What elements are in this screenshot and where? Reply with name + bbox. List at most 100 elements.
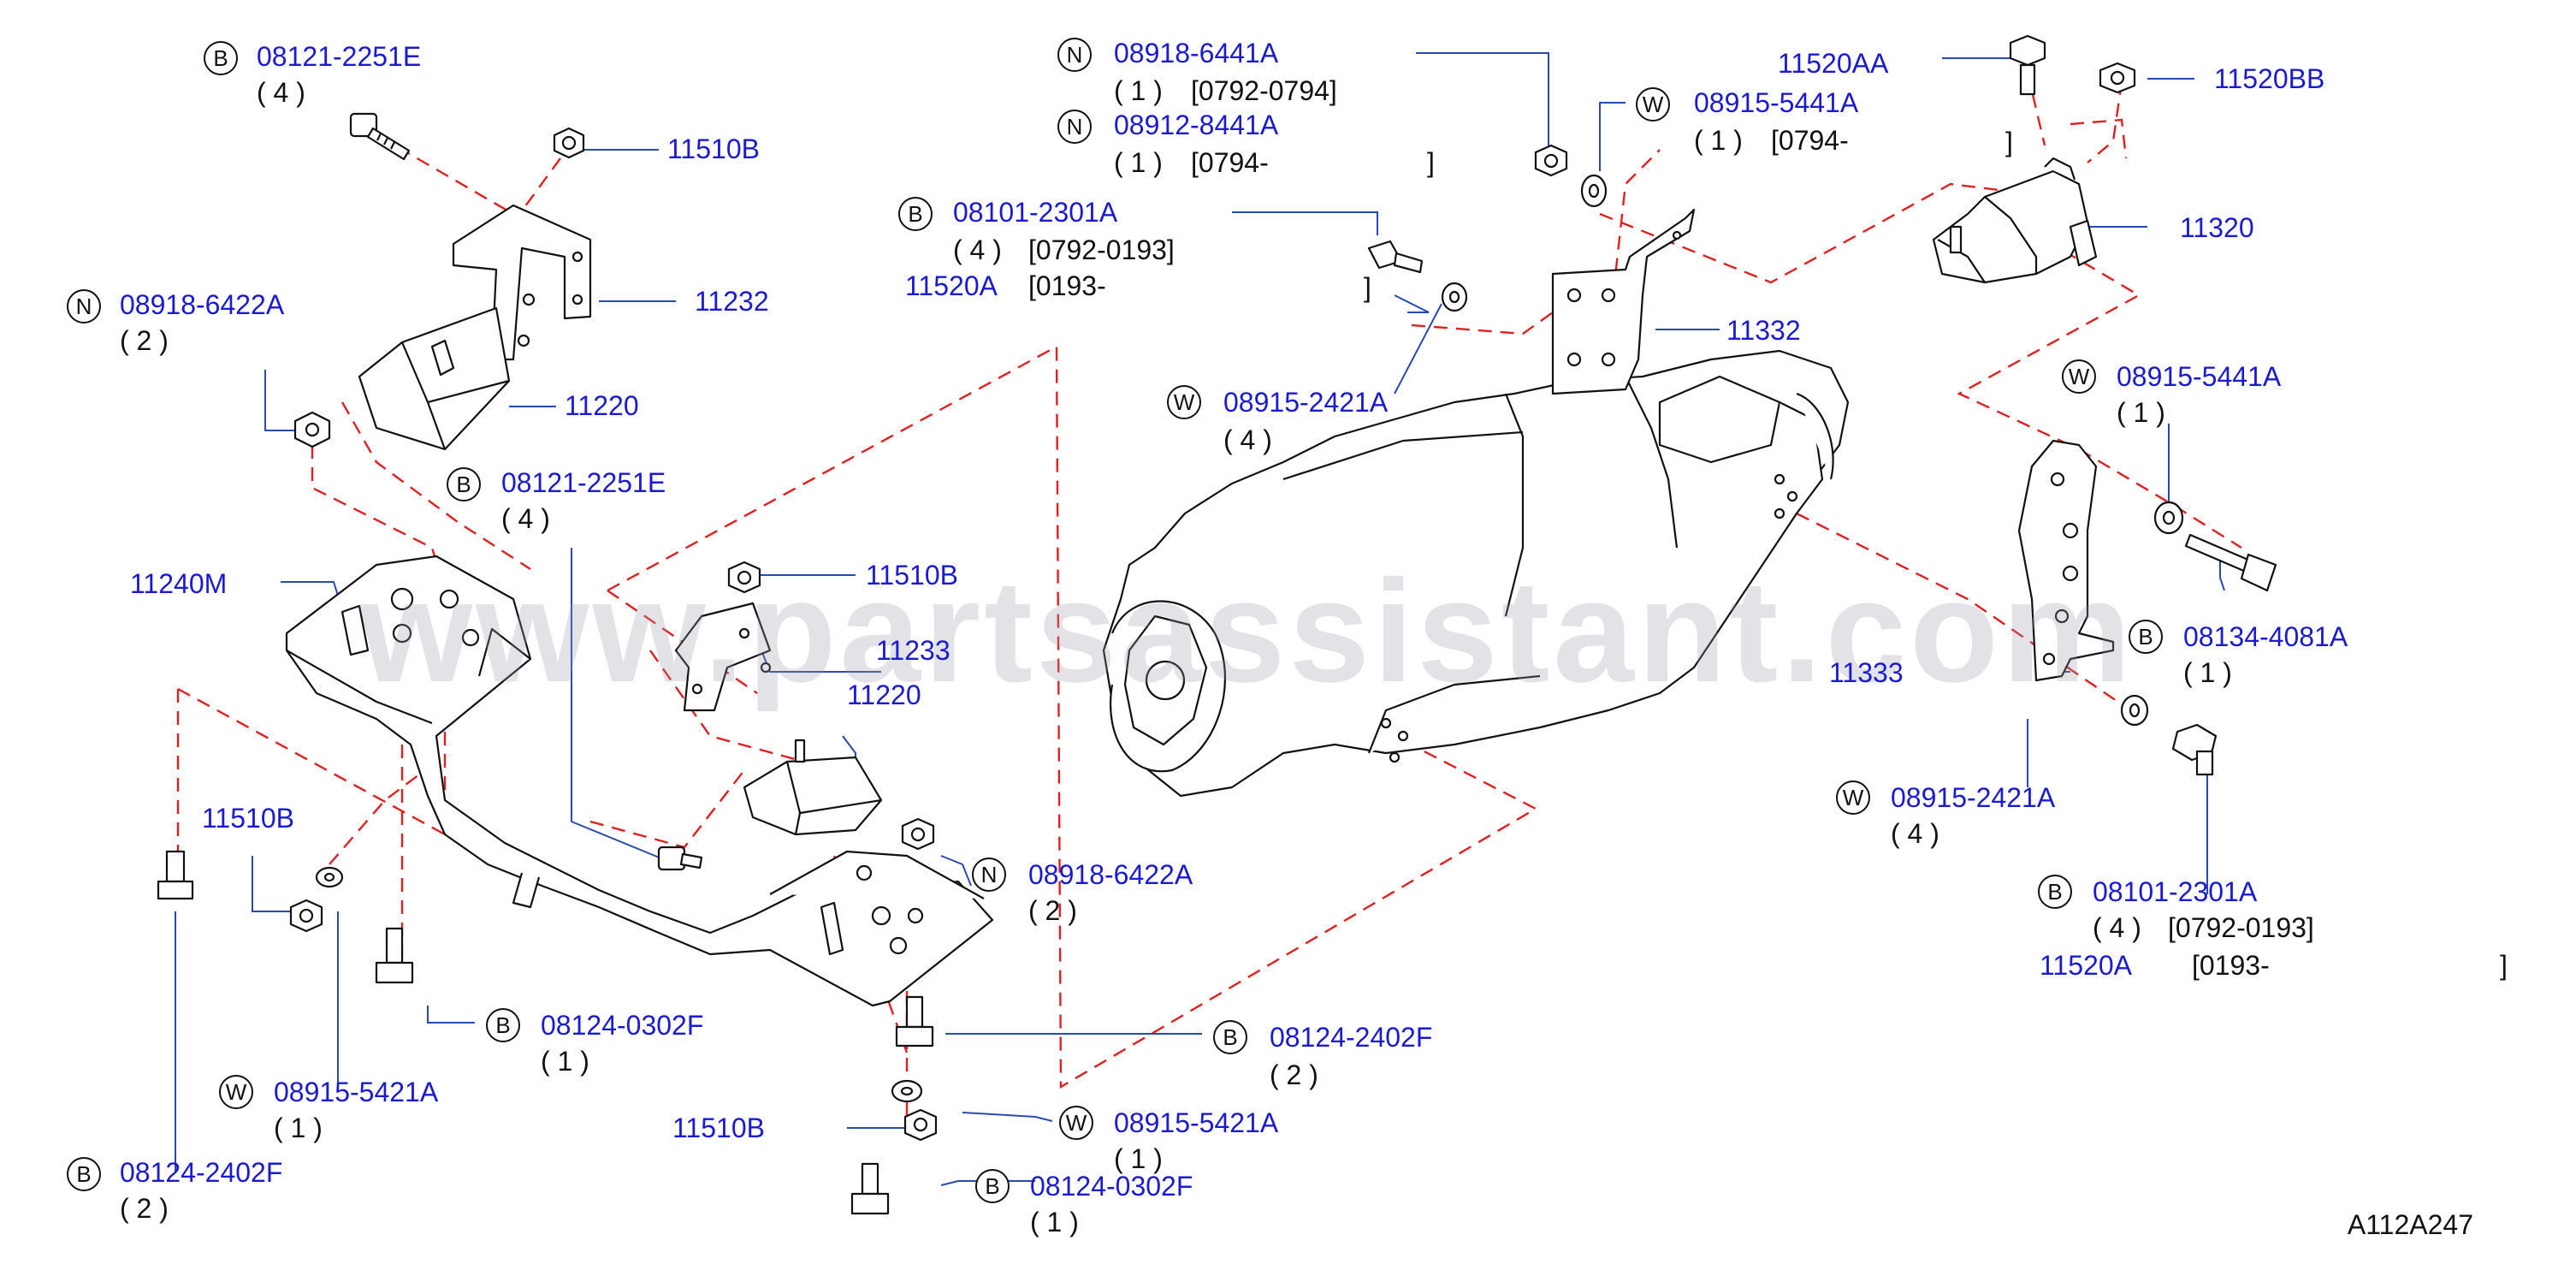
quantity: ( 4 )	[1891, 818, 1939, 849]
bracket-11332	[1551, 208, 1696, 395]
date-range-close: ]	[2005, 127, 2013, 157]
part-number[interactable]: 11510B	[672, 1113, 765, 1143]
part-number[interactable]: 11510B	[667, 134, 760, 164]
bolt-08124-2402F-center	[895, 995, 934, 1047]
bracket-11232	[452, 204, 592, 361]
nut-08918-6422A-left	[293, 411, 331, 448]
part-number[interactable]: 08918-6422A	[1028, 859, 1193, 890]
badge-washer: W	[1636, 87, 1670, 122]
part-number[interactable]: 11510B	[866, 560, 958, 590]
badge-bolt: B	[447, 467, 481, 501]
washer-08915-5421A-left	[315, 866, 344, 888]
watermark: www.partsassistant.com	[359, 550, 2135, 713]
badge-washer: W	[1167, 385, 1201, 419]
part-number-alt[interactable]: 11520A	[2040, 950, 2132, 981]
mount-11220-center	[743, 739, 883, 836]
quantity: ( 2 )	[1270, 1059, 1318, 1090]
part-number[interactable]: 08101-2301A	[2093, 876, 2258, 907]
part-number[interactable]: 11520AA	[1778, 48, 1889, 79]
part-number[interactable]: 11233	[876, 635, 950, 666]
bolt-08121-2251E-center	[657, 846, 703, 871]
part-number[interactable]: 08912-8441A	[1114, 110, 1279, 140]
part-number[interactable]: 08124-0302F	[1030, 1171, 1193, 1202]
part-number[interactable]: 08918-6422A	[120, 289, 285, 320]
date-range-close: ]	[2500, 950, 2508, 981]
quantity: ( 4 )	[2093, 912, 2141, 943]
nut-11520BB	[2099, 62, 2136, 94]
part-number[interactable]: 11232	[695, 286, 769, 317]
part-number[interactable]: 11333	[1829, 657, 1904, 688]
parts-line-art	[157, 34, 2277, 1215]
badge-washer: W	[1836, 780, 1870, 815]
date-range-close: ]	[1427, 147, 1435, 178]
part-number[interactable]: 11320	[2180, 212, 2254, 243]
mount-11320	[1932, 157, 2098, 284]
part-number[interactable]: 08915-5421A	[1114, 1107, 1279, 1138]
mount-11220-top	[358, 306, 511, 451]
part-number[interactable]: 11520BB	[2214, 63, 2325, 94]
badge-washer: W	[2062, 359, 2096, 394]
part-number[interactable]: 08124-0302F	[541, 1010, 704, 1041]
quantity: ( 1 )	[541, 1046, 589, 1077]
part-number[interactable]: 11240M	[130, 568, 228, 599]
part-number[interactable]: 11332	[1726, 315, 1801, 346]
badge-bolt: B	[1213, 1020, 1247, 1054]
part-number[interactable]: 11220	[565, 390, 639, 421]
badge-bolt: B	[67, 1157, 101, 1191]
part-number[interactable]: 11510B	[202, 803, 294, 834]
badge-bolt: B	[2038, 875, 2072, 909]
nut-11510B-top	[553, 127, 585, 159]
quantity: ( 4 )	[257, 77, 305, 108]
washer-08915-2421A-right	[2120, 694, 2149, 727]
part-number[interactable]: 11220	[847, 680, 921, 710]
part-number[interactable]: 08121-2251E	[257, 41, 422, 72]
bracket-11233	[674, 602, 772, 712]
nut-11510B-bottom	[903, 1108, 938, 1142]
badge-bolt: B	[204, 41, 238, 75]
bolt-08124-0302F-bottom	[850, 1162, 890, 1215]
quantity: ( 1 )	[2183, 657, 2232, 688]
quantity: ( 2 )	[1028, 895, 1077, 926]
date-range-close: ]	[1364, 272, 1371, 303]
part-number[interactable]: 08915-5421A	[274, 1077, 439, 1107]
washer-08915-5441A-right	[2153, 501, 2184, 535]
date-range: [0794-	[1191, 147, 1269, 178]
nut-08918-6422A-center	[901, 817, 935, 851]
bolt-08101-2301A-top	[1367, 240, 1424, 274]
part-number[interactable]: 08918-6441A	[1114, 38, 1279, 68]
date-range: [0792-0193]	[1028, 234, 1175, 265]
badge-washer: W	[1059, 1106, 1093, 1140]
part-number[interactable]: 08124-2402F	[1270, 1022, 1433, 1053]
badge-bolt: B	[898, 197, 933, 231]
quantity: ( 1 )	[1694, 125, 1743, 156]
quantity: ( 2 )	[120, 1193, 169, 1224]
date-range: [0794-	[1771, 125, 1849, 156]
part-number-alt[interactable]: 11520A	[905, 270, 998, 301]
washer-08915-5421A-center	[891, 1079, 923, 1103]
part-number[interactable]: 08124-2402F	[120, 1157, 283, 1188]
date-range: [0193-	[2192, 950, 2270, 981]
transmission-assembly	[1102, 349, 1850, 798]
badge-nut: N	[972, 858, 1006, 892]
date-range: [0792-0794]	[1191, 75, 1337, 106]
badge-nut: N	[1057, 38, 1092, 72]
washer-08915-2421A-top	[1441, 282, 1468, 312]
part-number[interactable]: 08134-4081A	[2183, 621, 2348, 652]
badge-bolt: B	[2129, 620, 2163, 654]
part-number[interactable]: 08915-2421A	[1891, 782, 2056, 813]
bolt-11520AA	[2009, 34, 2046, 96]
date-range: [0193-	[1028, 270, 1106, 301]
part-number[interactable]: 08915-2421A	[1223, 387, 1389, 418]
quantity: ( 4 )	[501, 503, 550, 534]
part-number[interactable]: 08101-2301A	[953, 197, 1118, 228]
part-number[interactable]: 08915-5441A	[1694, 87, 1859, 118]
washer-08915-5441A-top	[1580, 174, 1608, 208]
nut-08918-6441A	[1534, 144, 1568, 177]
bolt-08124-0302F-left	[375, 927, 414, 984]
quantity: ( 1 )	[1114, 1143, 1163, 1174]
quantity: ( 1 )	[1030, 1207, 1079, 1237]
part-number[interactable]: 08121-2251E	[501, 467, 666, 498]
part-number[interactable]: 08915-5441A	[2117, 361, 2282, 392]
crossmember-11240M	[285, 555, 994, 1007]
